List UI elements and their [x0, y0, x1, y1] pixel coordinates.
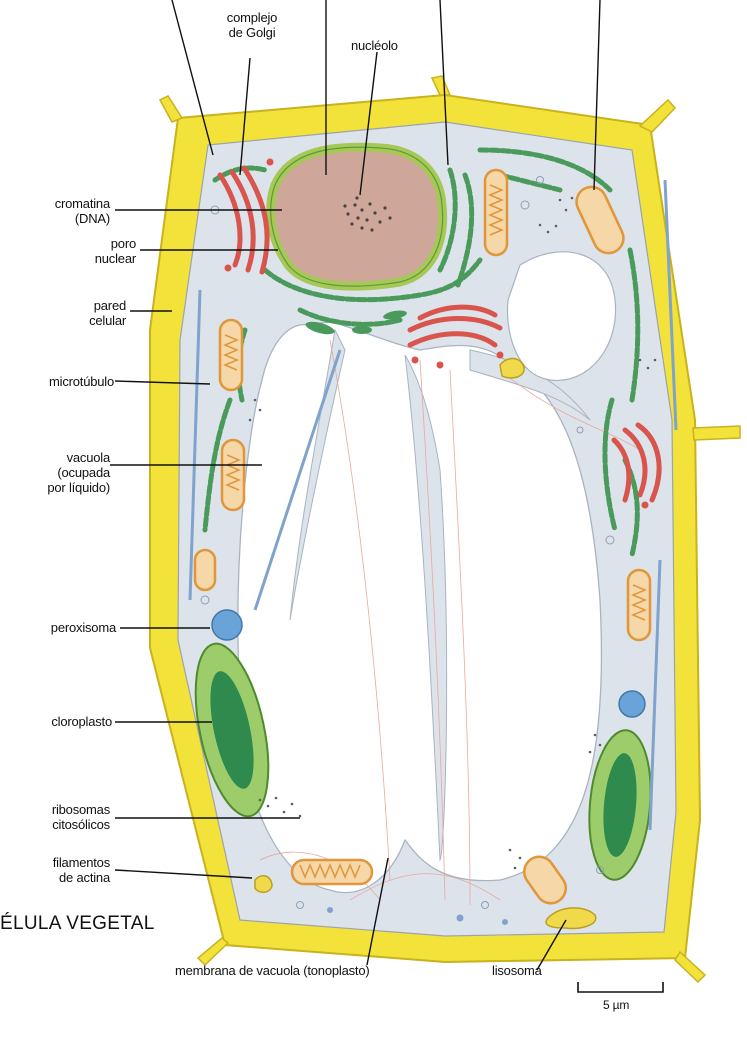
scale-bar-label: 5 µm — [603, 998, 629, 1013]
label-golgi: complejo de Golgi — [214, 10, 290, 40]
peroxisome — [212, 610, 242, 640]
label-nucleolo: nucléolo — [351, 38, 398, 53]
label-filamentos: filamentos de actina — [0, 855, 110, 885]
label-tonoplasto: membrana de vacuola (tonoplasto) — [175, 963, 370, 978]
label-lisosoma: lisosoma — [492, 963, 542, 978]
label-cloroplasto: cloroplasto — [0, 714, 112, 729]
label-cromatina: cromatina (DNA) — [20, 196, 110, 226]
label-ribosomas: ribosomas citosólicos — [0, 802, 110, 832]
scale-bar — [578, 982, 663, 992]
peroxisome — [619, 691, 645, 717]
diagram-title: ÉLULA VEGETAL — [0, 913, 155, 935]
nucleus — [271, 147, 443, 286]
label-pared-celular: pared celular — [40, 298, 126, 328]
label-vacuola: vacuola (ocupada por líquido) — [0, 450, 110, 495]
label-peroxisoma: peroxisoma — [0, 620, 116, 635]
label-poro-nuclear: poro nuclear — [40, 236, 136, 266]
label-microtubulo: microtúbulo — [0, 374, 114, 389]
